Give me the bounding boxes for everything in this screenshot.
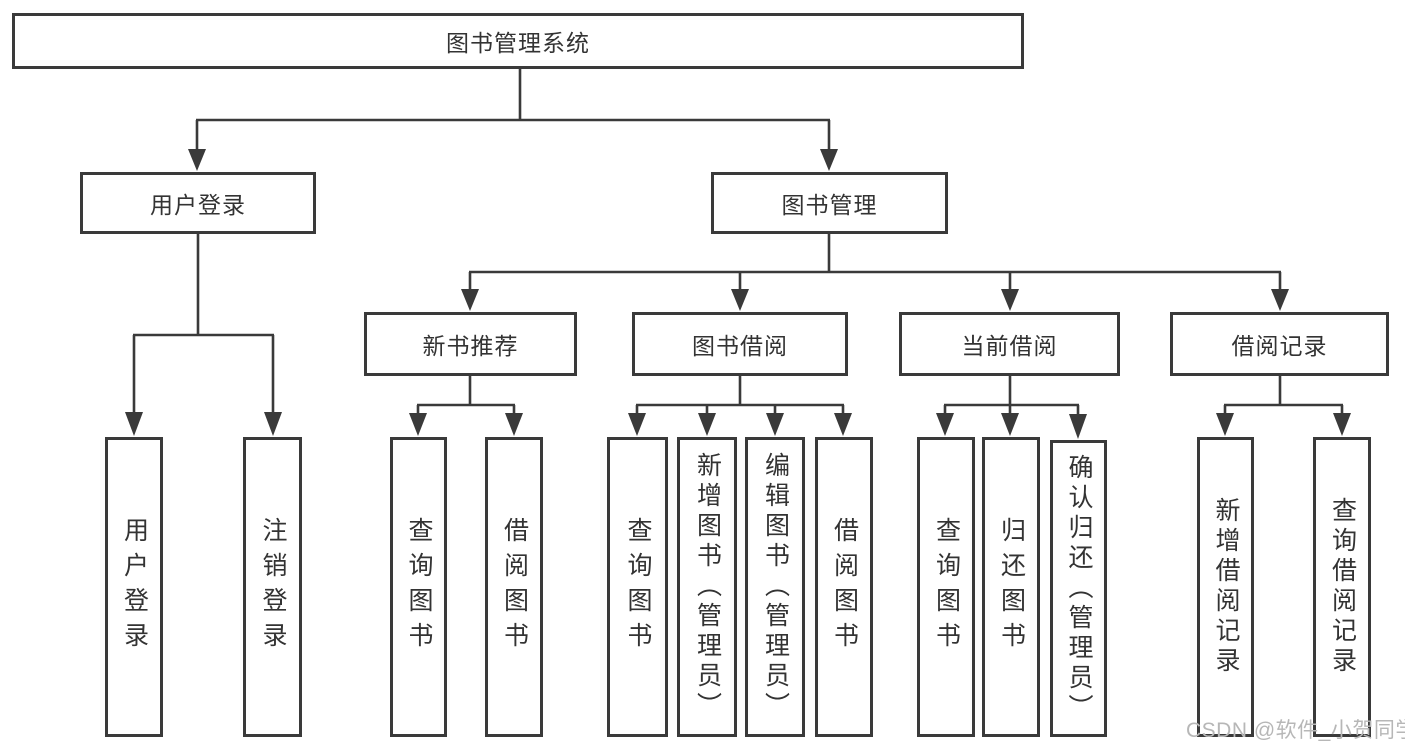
node-book-borrow: 图书借阅 (632, 312, 848, 376)
leaf-logout: 注销登录 (243, 437, 302, 737)
leaf-borrow-books: 借阅图书 (815, 437, 873, 737)
leaf-borrow-books-recommend: 借阅图书 (485, 437, 543, 737)
node-borrow-records: 借阅记录 (1170, 312, 1389, 376)
leaf-query-borrow-record: 查询借阅记录 (1313, 437, 1371, 737)
node-new-book-recommend: 新书推荐 (364, 312, 577, 376)
leaf-query-books-current: 查询图书 (917, 437, 975, 737)
leaf-edit-books-admin: 编辑图书（管理员） (745, 437, 805, 737)
leaf-query-books-recommend: 查询图书 (390, 437, 447, 737)
leaf-return-books: 归还图书 (982, 437, 1040, 737)
node-book-management: 图书管理 (711, 172, 948, 234)
csdn-watermark: CSDN @软件_小贺同学 (1186, 719, 1405, 742)
node-user-login: 用户登录 (80, 172, 316, 234)
node-root: 图书管理系统 (12, 13, 1024, 69)
leaf-add-borrow-record: 新增借阅记录 (1197, 437, 1254, 737)
leaf-add-books-admin: 新增图书（管理员） (677, 437, 737, 737)
leaf-confirm-return-admin: 确认归还（管理员） (1050, 440, 1107, 737)
node-current-borrow: 当前借阅 (899, 312, 1120, 376)
leaf-query-books-borrow: 查询图书 (607, 437, 668, 737)
leaf-user-login: 用户登录 (105, 437, 163, 737)
